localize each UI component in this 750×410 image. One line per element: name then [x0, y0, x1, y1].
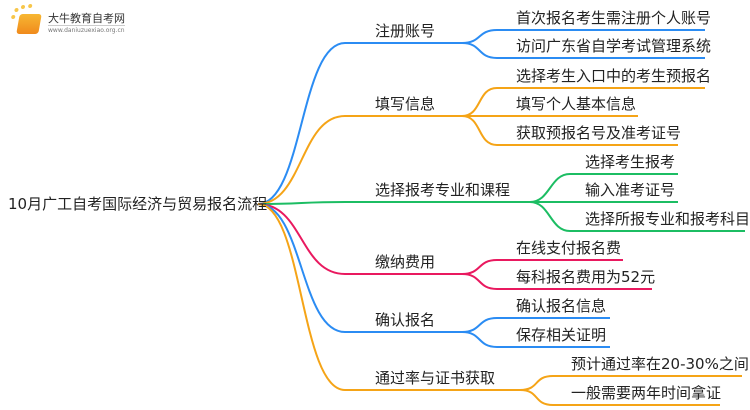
child-connector — [461, 273, 652, 290]
child-topic: 选择考生报考 — [585, 153, 676, 171]
logo-url: www.daniuzuexiao.org.cn — [48, 25, 125, 34]
child-connector — [529, 201, 745, 232]
branch-topic: 缴纳费用 — [375, 253, 436, 271]
logo: 大牛教育自考网 www.daniuzuexiao.org.cn — [16, 12, 125, 35]
child-connector — [461, 331, 610, 348]
branch-topic: 注册账号 — [375, 22, 436, 40]
root-topic: 10月广工自考国际经济与贸易报名流程 — [8, 195, 268, 213]
child-connector — [519, 389, 720, 406]
child-topic: 保存相关证明 — [516, 326, 607, 344]
branch-connector — [257, 203, 462, 333]
child-topic: 访问广东省自学考试管理系统 — [516, 37, 712, 55]
child-topic: 每科报名费用为52元 — [516, 268, 656, 286]
child-topic: 确认报名信息 — [516, 297, 607, 315]
branch-topic: 选择报考专业和课程 — [375, 181, 511, 199]
child-connector — [461, 115, 678, 146]
child-topic: 输入准考证号 — [585, 181, 676, 199]
child-topic: 填写个人基本信息 — [516, 95, 637, 113]
branch-connector — [257, 201, 530, 205]
branch-topic: 填写信息 — [375, 95, 436, 113]
child-topic: 获取预报名号及准考证号 — [516, 124, 682, 142]
child-connector — [461, 42, 705, 59]
child-topic: 预计通过率在20-30%之间 — [571, 355, 749, 373]
child-topic: 选择考生入口中的考生预报名 — [516, 67, 712, 85]
branch-topic: 确认报名 — [375, 311, 436, 329]
logo-title: 大牛教育自考网 — [48, 12, 125, 25]
branch-connector — [257, 115, 462, 205]
branch-topic: 通过率与证书获取 — [375, 369, 496, 387]
child-topic: 一般需要两年时间拿证 — [571, 384, 722, 402]
branch-connector — [257, 203, 462, 275]
child-topic: 首次报名考生需注册个人账号 — [516, 9, 712, 27]
branch-connector — [257, 42, 462, 205]
child-topic: 在线支付报名费 — [516, 239, 622, 257]
branch-connector — [257, 203, 520, 391]
child-topic: 选择所报专业和报考科目 — [585, 210, 750, 228]
